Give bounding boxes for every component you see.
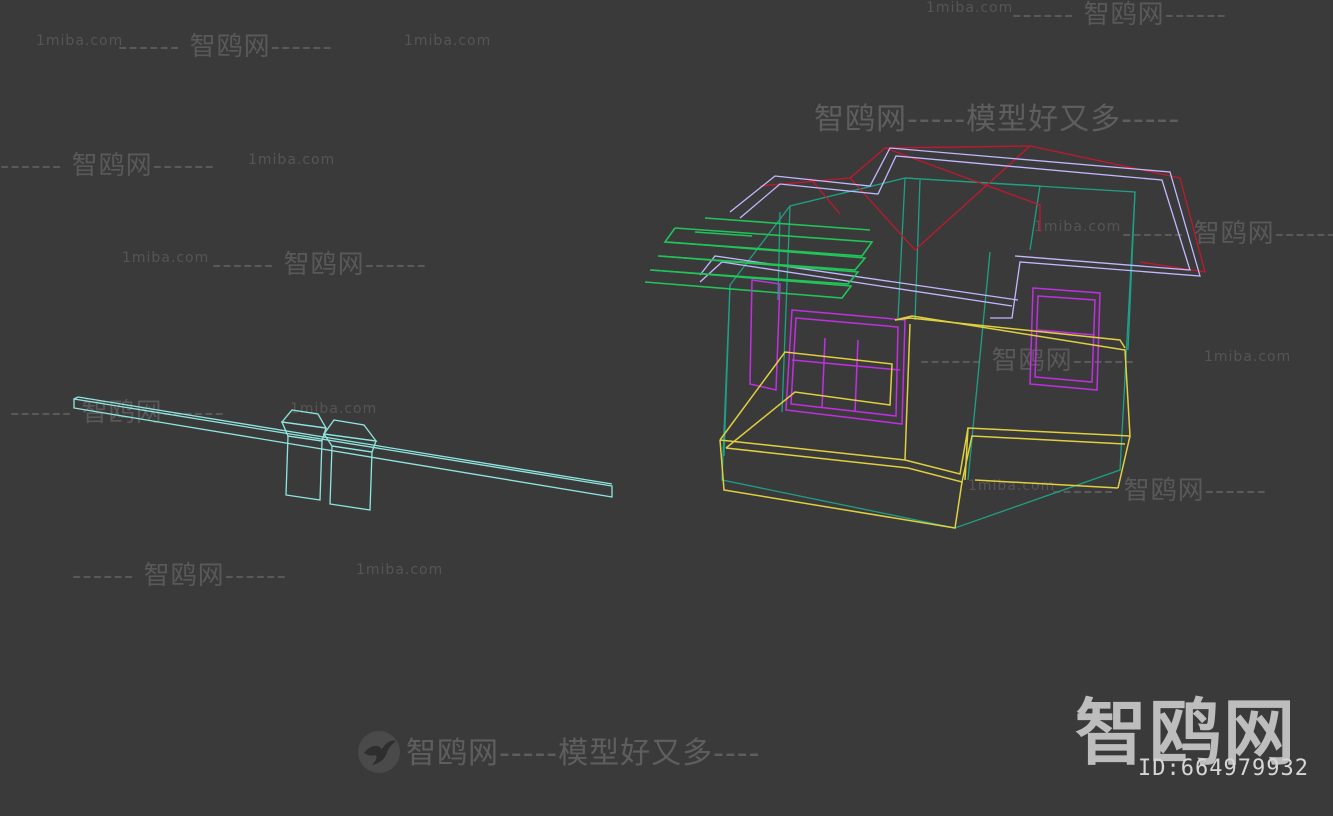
gull-icon (358, 731, 400, 773)
watermark-site: 1miba.com (1034, 219, 1122, 235)
watermark-line: ------ 智鸥网------ (0, 151, 215, 181)
watermark-line: ------ 智鸥网------ (72, 561, 287, 591)
watermark-site: 1miba.com (968, 478, 1056, 494)
brand-logo: 智鸥网 (1074, 691, 1297, 775)
watermark-slogan: 智鸥网-----模型好又多---- (406, 736, 761, 771)
watermark-site: 1miba.com (404, 33, 492, 49)
watermark-slogan: 智鸥网-----模型好又多----- (814, 102, 1181, 137)
watermark-site: 1miba.com (926, 0, 1014, 16)
model-id: ID:664979932 (1138, 756, 1309, 781)
watermark-site: 1miba.com (356, 562, 444, 578)
house-wireframe[interactable] (644, 145, 1206, 529)
watermark-site: 1miba.com (122, 250, 210, 266)
watermark-line: ------ 智鸥网------ (10, 398, 225, 428)
watermark-line: ------ 智鸥网------ (920, 346, 1135, 376)
watermark-site: 1miba.com (248, 152, 336, 168)
watermark-line: ------ 智鸥网------ (1052, 476, 1267, 506)
watermark-site: 1miba.com (1204, 349, 1292, 365)
watermark-site: 1miba.com (36, 33, 124, 49)
watermark-line: ------ 智鸥网------ (1012, 0, 1227, 30)
watermark-line: ------ 智鸥网------ (212, 250, 427, 280)
watermark-line: ------ 智鸥网------ (118, 32, 333, 62)
fence-wall-wireframe[interactable] (73, 396, 613, 511)
